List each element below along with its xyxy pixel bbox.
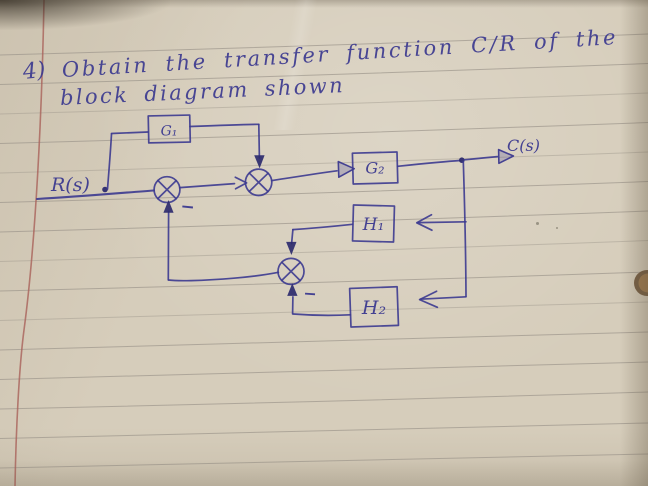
arrowhead-into-s1-bottom-icon [163, 200, 174, 213]
g1-output-vertical-line [257, 123, 261, 159]
ruled-line [0, 92, 648, 115]
ruled-line [0, 271, 648, 292]
summing-junction-1 [153, 175, 181, 204]
ruled-line [0, 391, 648, 410]
output-signal-label: C(s) [507, 136, 540, 155]
h2-output-line [292, 313, 352, 317]
branch-node-a [102, 186, 108, 193]
paper-speck [556, 227, 558, 229]
summing-junction-2 [244, 168, 273, 197]
h1-output-horizontal-line [292, 223, 354, 231]
ruled-line [0, 33, 648, 56]
output-feedback-vertical-line [462, 160, 467, 298]
h1-block-box [351, 204, 396, 243]
ruled-line [0, 331, 648, 351]
h2-block-box [348, 285, 400, 328]
ruled-line [0, 181, 648, 203]
g1-output-horizontal-line [189, 123, 260, 128]
g1-block-box [147, 114, 192, 144]
g1-branch-horizontal-line [110, 131, 149, 135]
g1-block-label: G₁ [161, 124, 178, 140]
g2-output-line [396, 159, 461, 168]
arrowhead-into-s2-left-icon [234, 176, 248, 190]
summing-junction-3-circle [277, 257, 305, 286]
h1-output-vertical-line [290, 228, 294, 245]
g1-block [147, 114, 192, 144]
ruled-line [0, 210, 648, 233]
s3-minus-sign: − [303, 284, 318, 304]
s1-to-s2-line [178, 182, 236, 189]
h2-block [348, 285, 400, 328]
output-line-to-c [463, 155, 499, 161]
ruled-line [0, 63, 648, 85]
summing-junction-1-circle [153, 175, 181, 204]
summing-junction-1-cross-icon [156, 179, 178, 200]
h2-block-label: H₂ [361, 297, 386, 319]
arrowhead-into-g2-icon [337, 160, 355, 178]
summing-junction-2-cross-icon [248, 172, 269, 193]
ruled-line [0, 240, 648, 262]
paper-speck [536, 222, 539, 225]
h1-block [351, 204, 396, 243]
g2-block [351, 151, 399, 185]
arrowhead-to-c-icon [497, 148, 515, 165]
arrowhead-into-h1-icon [415, 213, 433, 232]
input-signal-label: R(s) [50, 174, 90, 196]
summing-junction-3 [277, 257, 305, 286]
g1-branch-vertical-line [106, 133, 113, 190]
summing-junction-2-circle [244, 168, 273, 197]
feedback-to-h1-line [417, 220, 467, 224]
arrowhead-into-h2-icon [418, 290, 439, 309]
ruled-line [0, 453, 648, 469]
h1-block-label: H₁ [362, 215, 385, 235]
s1-minus-sign: − [179, 197, 195, 218]
g2-block-label: G₂ [365, 159, 384, 178]
arrowhead-into-s2-top-icon [254, 155, 265, 169]
arrowhead-into-s3-top-icon [286, 241, 297, 255]
feedback-to-h2-line [419, 295, 467, 301]
summing-junction-3-cross-icon [280, 261, 302, 282]
r-input-line [35, 189, 156, 201]
s2-to-g2-line [270, 169, 338, 182]
s3-output-line [167, 271, 280, 282]
ruled-line [0, 151, 648, 174]
arrowhead-into-s3-bottom-icon [287, 283, 298, 296]
paper-hole [634, 270, 648, 296]
ruled-line [0, 122, 648, 144]
margin-line [14, 0, 45, 486]
g2-block-box [351, 151, 399, 185]
